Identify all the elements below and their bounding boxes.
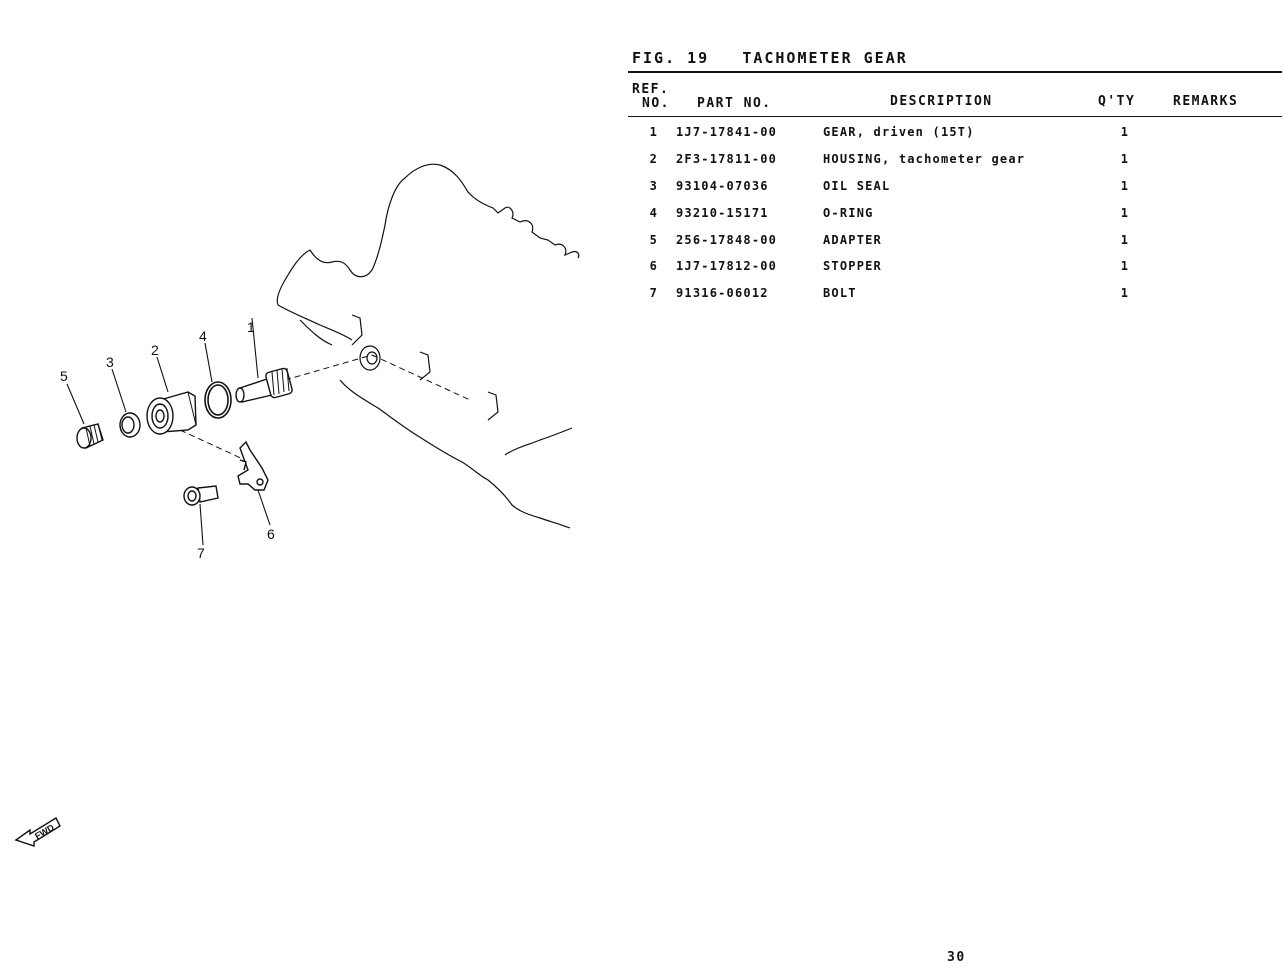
header-part-no: PART NO. xyxy=(697,96,772,111)
row-part-no: 256-17848-00 xyxy=(676,233,778,247)
callout-7: 7 xyxy=(197,545,205,561)
part-housing xyxy=(146,391,197,435)
table-row: 2 2F3-17811-00 HOUSING, tachometer gear … xyxy=(0,152,1284,168)
engine-case-lower xyxy=(339,379,571,529)
part-driven-gear xyxy=(235,367,293,403)
table-row: 6 1J7-17812-00 STOPPER 1 xyxy=(0,259,1284,275)
row-qty: 1 xyxy=(1120,206,1130,220)
row-part-no: 1J7-17812-00 xyxy=(676,259,778,273)
leader-line-2 xyxy=(156,356,169,393)
callout-6: 6 xyxy=(267,526,275,542)
figure-label: FIG. 19 xyxy=(632,49,710,67)
row-part-no: 93104-07036 xyxy=(676,179,769,193)
part-stopper xyxy=(237,440,269,491)
row-ref: 5 xyxy=(649,233,658,247)
callout-5: 5 xyxy=(60,368,68,384)
row-qty: 1 xyxy=(1120,152,1130,166)
row-ref: 4 xyxy=(649,206,658,220)
row-part-no: 1J7-17841-00 xyxy=(676,125,778,139)
row-qty: 1 xyxy=(1120,125,1130,139)
row-description: ADAPTER xyxy=(823,233,882,247)
callout-3: 3 xyxy=(106,354,114,370)
header-remarks: REMARKS xyxy=(1173,94,1239,109)
engine-case-outline xyxy=(384,163,580,259)
header-ref-top: REF. xyxy=(632,82,670,97)
row-part-no: 91316-06012 xyxy=(676,286,769,300)
row-part-no: 93210-15171 xyxy=(676,206,769,220)
row-qty: 1 xyxy=(1120,179,1130,193)
callout-2: 2 xyxy=(151,342,159,358)
part-adapter xyxy=(76,423,104,450)
assembly-center-line xyxy=(284,354,373,381)
header-divider xyxy=(628,116,1282,117)
figure-name: TACHOMETER GEAR xyxy=(742,49,908,67)
callout-1: 1 xyxy=(247,319,255,335)
row-qty: 1 xyxy=(1120,259,1130,273)
row-ref: 7 xyxy=(649,286,658,300)
header-qty: Q'TY xyxy=(1098,94,1136,109)
header-description: DESCRIPTION xyxy=(890,94,993,109)
callout-4: 4 xyxy=(199,328,207,344)
table-row: 1 1J7-17841-00 GEAR, driven (15T) 1 xyxy=(0,125,1284,141)
part-o-ring xyxy=(204,381,232,419)
leader-line-6 xyxy=(257,489,271,526)
leader-line-1 xyxy=(251,317,259,379)
leader-line-7 xyxy=(199,503,204,546)
table-row: 5 256-17848-00 ADAPTER 1 xyxy=(0,233,1284,249)
title-divider xyxy=(628,71,1282,73)
row-qty: 1 xyxy=(1120,286,1130,300)
row-description: BOLT xyxy=(823,286,857,300)
row-description: GEAR, driven (15T) xyxy=(823,125,975,139)
row-description: O-RING xyxy=(823,206,874,220)
header-ref-bottom: NO. xyxy=(642,96,670,111)
fwd-arrow-icon: FWD xyxy=(14,817,61,847)
leader-line-5 xyxy=(66,383,85,425)
leader-line-4 xyxy=(204,342,213,383)
row-ref: 1 xyxy=(649,125,658,139)
table-row: 3 93104-07036 OIL SEAL 1 xyxy=(0,179,1284,195)
row-qty: 1 xyxy=(1120,233,1130,247)
exploded-parts-diagram: 1 2 3 4 5 6 7 FWD xyxy=(14,163,580,847)
row-description: STOPPER xyxy=(823,259,882,273)
row-ref: 2 xyxy=(649,152,658,166)
row-ref: 3 xyxy=(649,179,658,193)
figure-title: FIG. 19 TACHOMETER GEAR xyxy=(632,49,908,67)
leader-line-3 xyxy=(111,368,127,413)
row-description: HOUSING, tachometer gear xyxy=(823,152,1026,166)
table-row: 4 93210-15171 O-RING 1 xyxy=(0,206,1284,222)
row-part-no: 2F3-17811-00 xyxy=(676,152,778,166)
table-row: 7 91316-06012 BOLT 1 xyxy=(0,286,1284,302)
part-oil-seal xyxy=(119,412,141,438)
part-bolt xyxy=(183,485,219,506)
row-ref: 6 xyxy=(649,259,658,273)
page-number: 30 xyxy=(947,950,966,965)
row-description: OIL SEAL xyxy=(823,179,891,193)
